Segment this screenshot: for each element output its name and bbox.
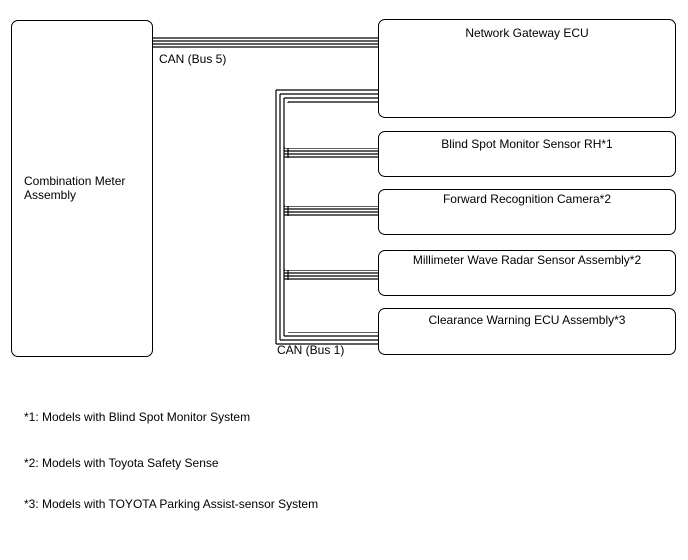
can-bus1-label: CAN (Bus 1) bbox=[277, 343, 345, 357]
can-bus5-label: CAN (Bus 5) bbox=[159, 52, 227, 66]
footnote-3: *3: Models with TOYOTA Parking Assist-se… bbox=[24, 497, 319, 511]
clearance-warning-ecu-label: Clearance Warning ECU Assembly*3 bbox=[428, 313, 626, 327]
blind-spot-monitor-sensor-box: Blind Spot Monitor Sensor RH*1 bbox=[378, 131, 676, 177]
can-bus5-line bbox=[152, 37, 380, 48]
combination-meter-label: Combination Meter Assembly bbox=[24, 174, 126, 202]
blind-spot-monitor-sensor-label: Blind Spot Monitor Sensor RH*1 bbox=[441, 137, 613, 151]
millimeter-wave-radar-label: Millimeter Wave Radar Sensor Assembly*2 bbox=[412, 253, 642, 267]
combination-meter-assembly-box: Combination Meter Assembly bbox=[11, 20, 153, 357]
millimeter-wave-radar-box: Millimeter Wave Radar Sensor Assembly*2 bbox=[378, 250, 676, 296]
network-gateway-ecu-label: Network Gateway ECU bbox=[465, 26, 589, 40]
can-bus1-line bbox=[275, 89, 380, 345]
forward-recognition-camera-box: Forward Recognition Camera*2 bbox=[378, 189, 676, 235]
forward-recognition-camera-label: Forward Recognition Camera*2 bbox=[442, 192, 612, 206]
network-gateway-ecu-box: Network Gateway ECU bbox=[378, 19, 676, 118]
footnote-2: *2: Models with Toyota Safety Sense bbox=[24, 456, 219, 470]
clearance-warning-ecu-box: Clearance Warning ECU Assembly*3 bbox=[378, 308, 676, 355]
footnote-1: *1: Models with Blind Spot Monitor Syste… bbox=[24, 410, 251, 424]
